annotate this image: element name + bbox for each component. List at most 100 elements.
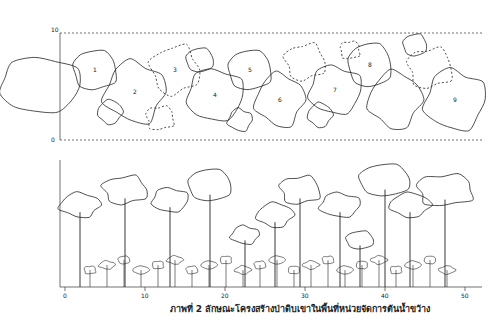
tree-trunk (170, 207, 171, 287)
sapling-crown (370, 256, 388, 265)
tree-trunk (245, 240, 246, 287)
sapling-crown (390, 266, 401, 274)
crown-number: 2 (132, 88, 138, 95)
sapling-crown (337, 266, 354, 274)
sapling-stem (447, 270, 448, 287)
distance-number: 50 (460, 292, 470, 299)
tree-trunk (210, 195, 211, 287)
distance-number: 10 (140, 292, 150, 299)
tree-crown (151, 187, 188, 212)
tree-trunk (125, 198, 126, 287)
crown-outline (0, 57, 80, 112)
sapling-crown (302, 260, 320, 269)
sapling-crown (133, 266, 150, 274)
sapling-stem (311, 265, 312, 287)
sapling-crown (118, 256, 130, 264)
sapling-stem (192, 270, 193, 287)
sapling-crown (254, 261, 266, 269)
sapling-stem (345, 270, 346, 287)
sapling-stem (260, 265, 261, 287)
figure-caption: ภาพที่ 2 ลักษณะโครงสร้างป่าดิบเขาในพื้นท… (110, 303, 490, 315)
sapling-stem (413, 265, 414, 287)
tree-trunk (300, 198, 301, 287)
tree-crown (188, 169, 231, 201)
sapling-stem (90, 270, 91, 287)
axis-number: 10 (50, 26, 60, 33)
sapling-crown (84, 266, 96, 274)
crown-number: 6 (277, 96, 283, 103)
crown-outline (227, 108, 253, 132)
crown-outline (407, 47, 453, 89)
sapling-stem (396, 270, 397, 287)
distance-number: 30 (300, 292, 310, 299)
tree-crown (101, 175, 148, 205)
sapling-crown (322, 256, 334, 264)
tree-trunk (410, 212, 411, 287)
tree-trunk (275, 222, 276, 287)
sapling-stem (294, 270, 295, 287)
sapling-crown (269, 256, 286, 264)
distance-number: 40 (380, 292, 390, 299)
axis-number: 0 (50, 136, 56, 143)
frame-lines (60, 33, 482, 291)
crown-outline (367, 69, 424, 129)
sapling-stem (141, 270, 142, 287)
crown-outline (186, 69, 243, 121)
tree-crown (346, 231, 374, 249)
crown-number: 7 (332, 86, 338, 93)
crown-outline (97, 99, 123, 125)
sapling-stem (226, 260, 227, 287)
crown-outline (186, 48, 214, 72)
crown-outline (308, 65, 362, 114)
sapling-crown (98, 260, 116, 269)
crown-outline (340, 41, 360, 58)
sapling-stem (379, 260, 380, 287)
crown-number: 3 (172, 66, 178, 73)
tree-trunk (340, 212, 341, 287)
sapling-crown (356, 261, 367, 269)
sapling-stem (243, 270, 244, 287)
sapling-crown (152, 261, 164, 269)
tree-trunk (80, 212, 81, 287)
sapling-crown (201, 261, 218, 269)
crown-plan (0, 34, 485, 132)
sapling-stem (209, 265, 210, 287)
tree-crown (229, 225, 259, 245)
tree-crown (358, 164, 409, 196)
crown-outline (283, 43, 325, 82)
tree-crown (318, 192, 360, 217)
crown-outline (422, 67, 485, 131)
sapling-stem (328, 260, 329, 287)
sapling-crown (424, 256, 435, 264)
tree-crown (58, 192, 102, 218)
crown-outline (146, 106, 174, 130)
crown-outline (101, 59, 166, 125)
distance-number: 0 (62, 292, 68, 299)
crown-outline (348, 43, 391, 87)
crown-number: 1 (92, 66, 98, 73)
tree-profiles (58, 164, 474, 287)
sapling-crown (220, 256, 231, 263)
tree-crown (255, 202, 295, 228)
crown-outline (228, 50, 271, 89)
tree-trunk (385, 190, 386, 287)
distance-number: 20 (220, 292, 230, 299)
sapling-crown (234, 265, 252, 274)
tree-crown (279, 175, 321, 204)
sapling-crown (186, 266, 198, 274)
sapling-crown (288, 266, 299, 274)
crown-outline (253, 71, 306, 128)
tree-trunk (360, 245, 361, 287)
crown-number: 5 (247, 66, 253, 73)
sapling-stem (107, 265, 108, 287)
sapling-crown (166, 255, 184, 264)
tree-crown (416, 173, 473, 205)
crown-outline (403, 34, 427, 56)
crown-outline (307, 102, 333, 128)
sapling-crown (438, 266, 456, 275)
crown-number: 4 (212, 91, 218, 98)
sapling-crown (405, 261, 422, 270)
crown-number: 9 (452, 96, 458, 103)
